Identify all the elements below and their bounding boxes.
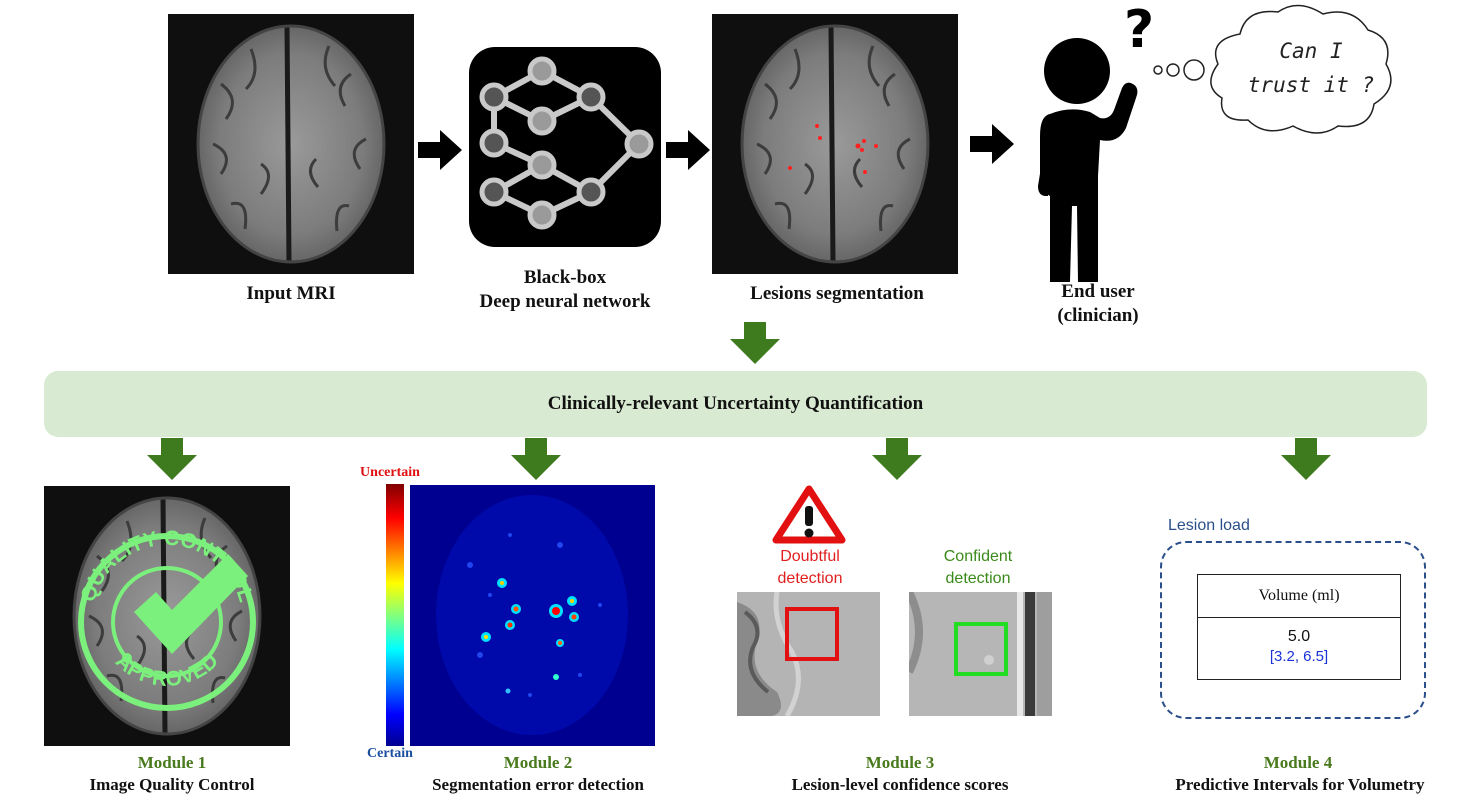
module-2-subtitle: Segmentation error detection [432,775,644,794]
arrow-down-icon [147,438,197,480]
warning-icon [772,484,846,544]
thought-text-2: trust it ? [1247,73,1375,97]
thought-text-1: Can I [1279,39,1343,63]
module-1-title: Module 1 [137,753,207,772]
lesion-load-label: Lesion load [1168,517,1250,534]
neural-network-icon [469,47,661,247]
arrow-right-icon [970,124,1014,164]
arrow-down-icon [872,438,922,480]
doubtful-detection-image [737,591,880,718]
user-label-1: End user [1061,281,1135,302]
network-label-1: Black-box [523,267,607,288]
uq-banner: Clinically-relevant Uncertainty Quantifi… [44,371,1427,437]
person-icon [1030,36,1150,284]
doubtful-label-2: detection [777,570,843,587]
arrow-right-icon [666,130,710,170]
arrow-down-icon [1281,438,1331,480]
lesion-load-box [1160,541,1426,719]
arrow-down-icon [730,322,780,364]
question-mark-icon: ? [1124,0,1155,60]
module-1-subtitle: Image Quality Control [89,775,255,794]
volume-value: 5.0 [1287,628,1311,645]
confident-label-2: detection [945,570,1011,587]
doubtful-label-1: Doubtful [780,548,840,565]
user-label-2: (clinician) [1057,305,1139,326]
segmentation-label: Lesions segmentation [750,283,924,304]
thought-cloud-icon [1153,4,1392,134]
uncertainty-map-image [410,485,655,746]
volume-table: Volume (ml) 5.0 [3.2, 6.5] [1197,574,1401,680]
confident-detection-image [905,590,1052,716]
input-mri-image [168,14,414,274]
arrow-right-icon [418,130,462,170]
checkmark-icon [134,554,248,654]
scale-bottom-label: Certain [367,746,413,761]
module-2-title: Module 2 [503,753,573,772]
network-label-2: Deep neural network [479,291,651,312]
segmentation-image [712,14,958,274]
module-3-subtitle: Lesion-level confidence scores [791,775,1009,794]
input-mri-label: Input MRI [246,283,336,304]
module-3-title: Module 3 [865,753,935,772]
volume-table-header: Volume (ml) [1198,575,1400,618]
module-4-subtitle: Predictive Intervals for Volumetry [1175,775,1425,794]
volume-interval: [3.2, 6.5] [1269,648,1329,665]
arrow-down-icon [511,438,561,480]
uncertainty-colorbar [386,484,404,746]
confident-label-1: Confident [943,548,1013,565]
scale-top-label: Uncertain [360,465,420,480]
module-4-title: Module 4 [1263,753,1333,772]
quality-control-image: QUALITY CONTROL APPROVED [44,486,290,746]
